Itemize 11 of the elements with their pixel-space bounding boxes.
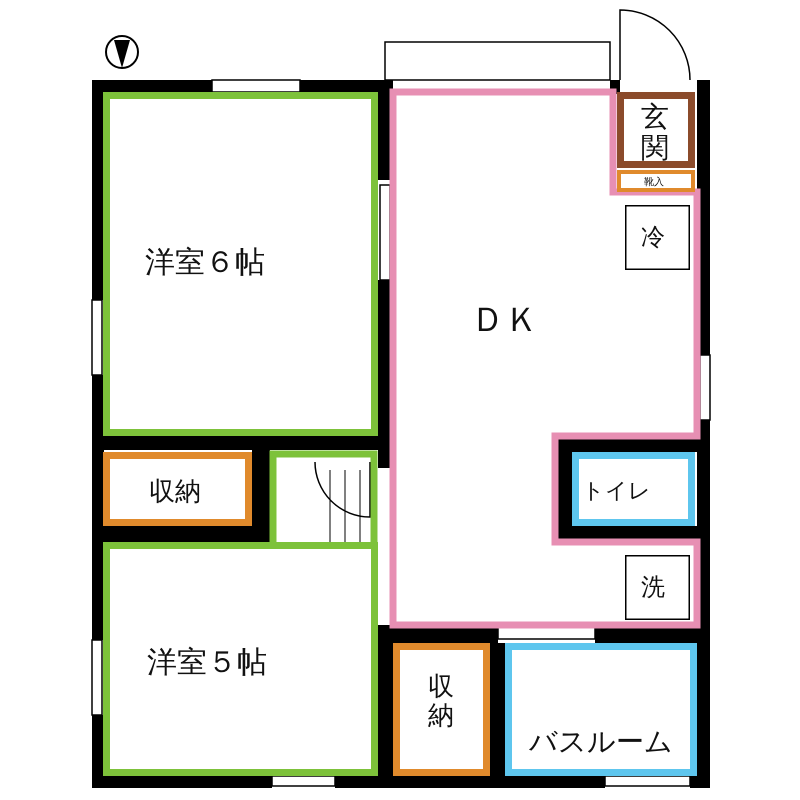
room-label: ＤＫ [471,299,539,342]
room-label: 冷 [641,222,665,253]
room-label: 洗 [641,572,665,603]
room-label: 収納 [428,673,454,730]
room-label: バスルーム [528,724,674,760]
room-label: 収納 [149,476,201,509]
room-label: 洋室６帖 [145,244,265,282]
room-label: 玄関 [641,102,669,164]
room-label: 靴入 [644,176,664,189]
room-label: 洋室５帖 [147,644,267,682]
room-label: トイレ [582,478,651,506]
